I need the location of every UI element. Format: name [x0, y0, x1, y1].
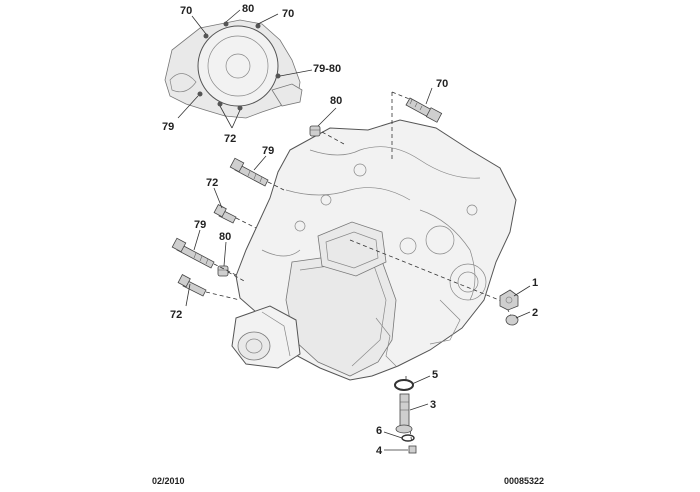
callout-part-1: 1 [532, 277, 538, 289]
callout-inset-79-80: 79-80 [313, 63, 341, 75]
bell-housing-inset [164, 9, 313, 129]
bolt-79-lower [171, 237, 215, 269]
callout-inset-70-left: 70 [180, 5, 192, 17]
footer-date: 02/2010 [152, 476, 185, 486]
bolt-80-top [309, 125, 321, 137]
bolt-79-upper [229, 157, 269, 187]
callout-inset-72: 72 [224, 133, 236, 145]
callout-inset-70-right: 70 [282, 8, 294, 20]
callout-inset-80: 80 [242, 3, 254, 15]
callout-bolt-72-upper: 72 [206, 177, 218, 189]
o-ring-part-6 [401, 434, 415, 442]
sleeve-part-3 [395, 393, 413, 434]
callout-part-3: 3 [430, 399, 436, 411]
bolt-72-upper [213, 204, 237, 224]
screw-part-4 [408, 445, 417, 454]
callout-bolt-79-upper: 79 [262, 145, 274, 157]
callout-bolt-70: 70 [436, 78, 448, 90]
callout-part-2: 2 [532, 307, 538, 319]
callout-part-4: 4 [376, 445, 383, 457]
callout-bolt-80-top: 80 [330, 95, 342, 107]
gearbox-housing [235, 119, 517, 381]
washer-part-2 [505, 314, 519, 326]
footer-reference: 00085322 [504, 476, 544, 486]
callout-bolt-79-lower: 79 [194, 219, 206, 231]
bolt-80-lower [217, 265, 229, 277]
callout-part-5: 5 [432, 369, 438, 381]
bolt-72-lower [177, 274, 207, 297]
callout-part-6: 6 [376, 425, 382, 437]
callout-labels: 70 80 70 79-80 79 72 70 80 79 72 79 80 7… [162, 3, 538, 457]
callout-bolt-80-lower: 80 [219, 231, 231, 243]
callout-leaders [185, 87, 531, 451]
plug-part-1 [499, 289, 519, 311]
seal-part-5 [394, 379, 414, 391]
callout-inset-79: 79 [162, 121, 174, 133]
callout-bolt-72-lower: 72 [170, 309, 182, 321]
bolt-70 [405, 97, 443, 123]
output-shaft-housing [231, 305, 301, 369]
